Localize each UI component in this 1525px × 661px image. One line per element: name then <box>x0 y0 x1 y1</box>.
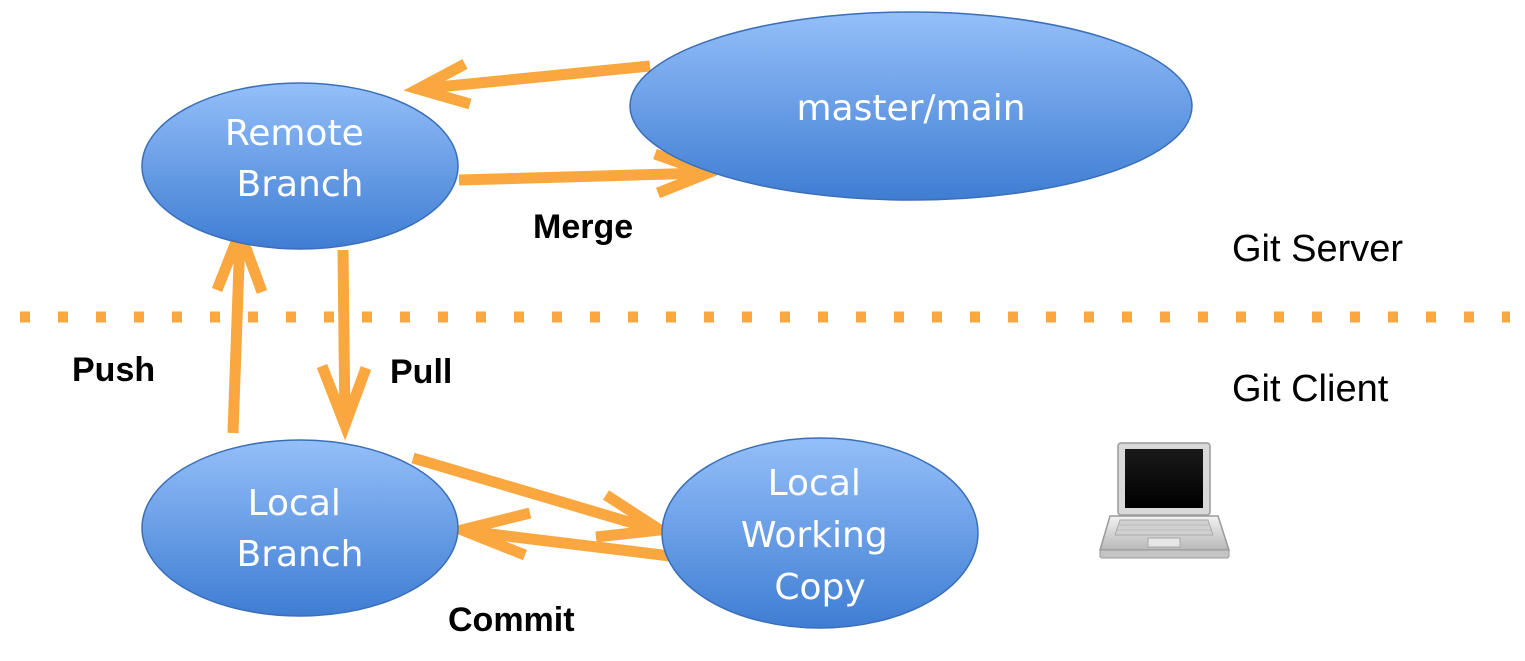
node-local-branch: Local Branch <box>141 439 459 617</box>
edge-label-commit: Commit <box>448 601 575 639</box>
node-label-local-working-copy: Local Working Copy <box>741 463 899 608</box>
zone-label-client: Git Client <box>1232 368 1389 410</box>
checkout-arrow <box>411 452 676 543</box>
zone-label-server: Git Server <box>1232 228 1403 270</box>
edge-label-merge: Merge <box>533 208 633 246</box>
node-remote-branch: Remote Branch <box>141 82 459 250</box>
commit-arrow <box>444 507 671 562</box>
pull-arrow <box>316 249 372 441</box>
edge-label-push: Push <box>72 351 155 389</box>
merge-arrow <box>458 148 724 199</box>
laptop-icon <box>1098 442 1231 559</box>
node-master-main: master/main <box>629 11 1193 201</box>
push-arrow <box>211 216 268 434</box>
node-local-working-copy: Local Working Copy <box>661 437 979 629</box>
node-label-local-branch: Local Branch <box>237 483 364 575</box>
merge-back-arrow <box>403 59 651 110</box>
node-label-master-main: master/main <box>796 88 1025 129</box>
node-label-remote-branch: Remote Branch <box>225 113 375 205</box>
edge-label-pull: Pull <box>390 353 452 391</box>
